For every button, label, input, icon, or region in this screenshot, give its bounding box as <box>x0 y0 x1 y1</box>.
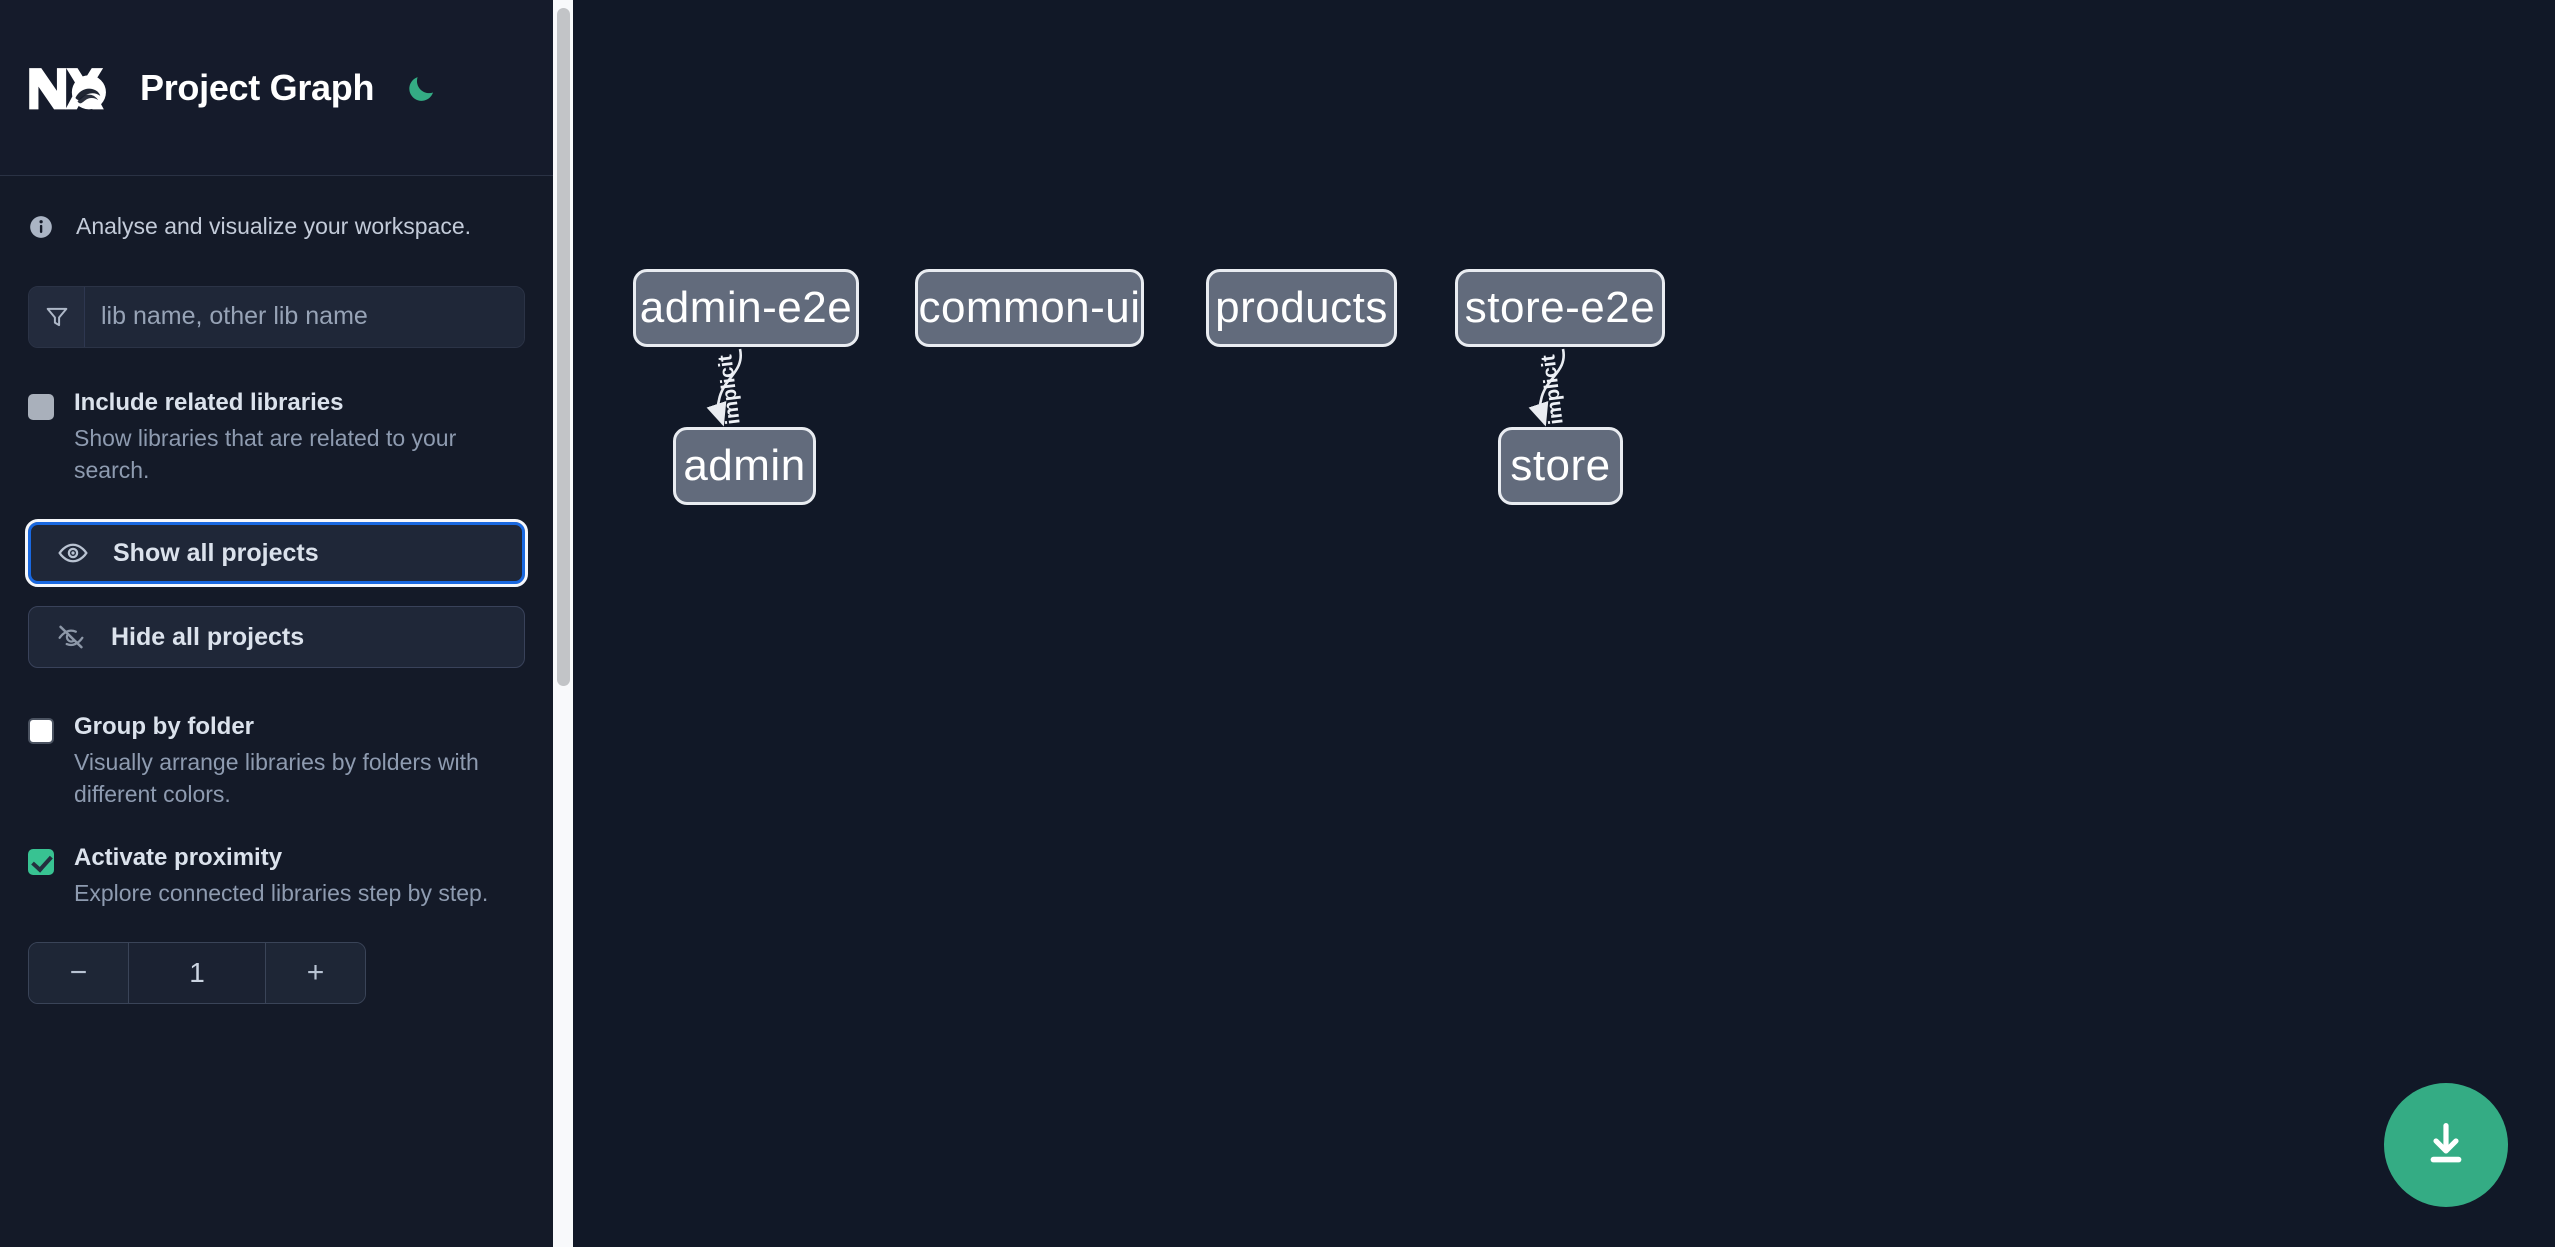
proximity-value: 1 <box>129 942 265 1003</box>
download-graph-button[interactable] <box>2384 1083 2508 1207</box>
option-title: Include related libraries <box>74 388 344 416</box>
info-icon <box>28 214 54 240</box>
graph-node-admin[interactable]: admin <box>673 427 816 505</box>
hide-all-projects-wrap: Hide all projects <box>0 584 553 669</box>
graph-node-common-ui[interactable]: common-ui <box>915 269 1144 347</box>
show-all-projects-label: Show all projects <box>113 538 319 567</box>
option-title: Activate proximity <box>74 843 283 871</box>
graph-node-store-e2e[interactable]: store-e2e <box>1455 269 1665 347</box>
proximity-stepper-wrap: − 1 + <box>0 910 553 1004</box>
sidebar-scrollbar-thumb[interactable] <box>557 8 570 686</box>
edge-label-implicit: implicit <box>1537 353 1568 426</box>
checkbox-include-related-libraries[interactable] <box>28 393 54 420</box>
checkbox-group-by-folder[interactable] <box>28 718 54 745</box>
option-title: Group by folder <box>74 713 254 741</box>
filter-funnel-icon <box>29 286 85 347</box>
graph-edges <box>706 348 1565 427</box>
checkbox-activate-proximity[interactable] <box>28 848 54 875</box>
show-all-projects-wrap: Show all projects <box>0 486 553 588</box>
tagline: Analyse and visualize your workspace. <box>0 176 553 242</box>
graph-canvas[interactable]: implicit implicit admin-e2e common-ui pr… <box>573 0 2555 1247</box>
proximity-increment-button[interactable]: + <box>265 942 365 1003</box>
option-description: Show libraries that are related to your … <box>74 424 457 483</box>
hide-all-projects-label: Hide all projects <box>111 622 305 651</box>
option-description: Visually arrange libraries by folders wi… <box>74 749 479 808</box>
hide-all-projects-button[interactable]: Hide all projects <box>28 606 525 669</box>
option-group-by-folder[interactable]: Group by folder Visually arrange librari… <box>0 668 553 810</box>
sidebar-header: Project Graph <box>0 0 553 176</box>
eye-icon <box>57 536 91 570</box>
proximity-decrement-button[interactable]: − <box>29 942 129 1003</box>
moon-icon[interactable] <box>402 69 440 107</box>
search-input[interactable] <box>85 286 524 347</box>
sidebar: Project Graph Analyse and visualize your… <box>0 0 553 1247</box>
option-activate-proximity[interactable]: Activate proximity Explore connected lib… <box>0 811 553 910</box>
show-all-projects-button[interactable]: Show all projects <box>25 519 528 588</box>
app-title: Project Graph <box>140 66 375 108</box>
search-box[interactable] <box>28 285 525 348</box>
edge-label-implicit: implicit <box>714 353 745 426</box>
download-icon <box>2420 1118 2472 1173</box>
sidebar-body: Analyse and visualize your workspace. In… <box>0 176 553 1004</box>
proximity-stepper: − 1 + <box>28 941 366 1004</box>
search-section <box>0 242 553 348</box>
option-description: Explore connected libraries step by step… <box>74 879 489 906</box>
tagline-text: Analyse and visualize your workspace. <box>76 213 472 239</box>
option-include-related-libraries[interactable]: Include related libraries Show libraries… <box>0 348 553 486</box>
graph-node-admin-e2e[interactable]: admin-e2e <box>633 269 859 347</box>
sidebar-scrollbar-track[interactable] <box>553 0 573 1247</box>
eye-off-icon <box>55 620 89 654</box>
nx-logo-icon <box>26 61 112 115</box>
graph-node-store[interactable]: store <box>1498 427 1623 505</box>
graph-node-products[interactable]: products <box>1206 269 1397 347</box>
